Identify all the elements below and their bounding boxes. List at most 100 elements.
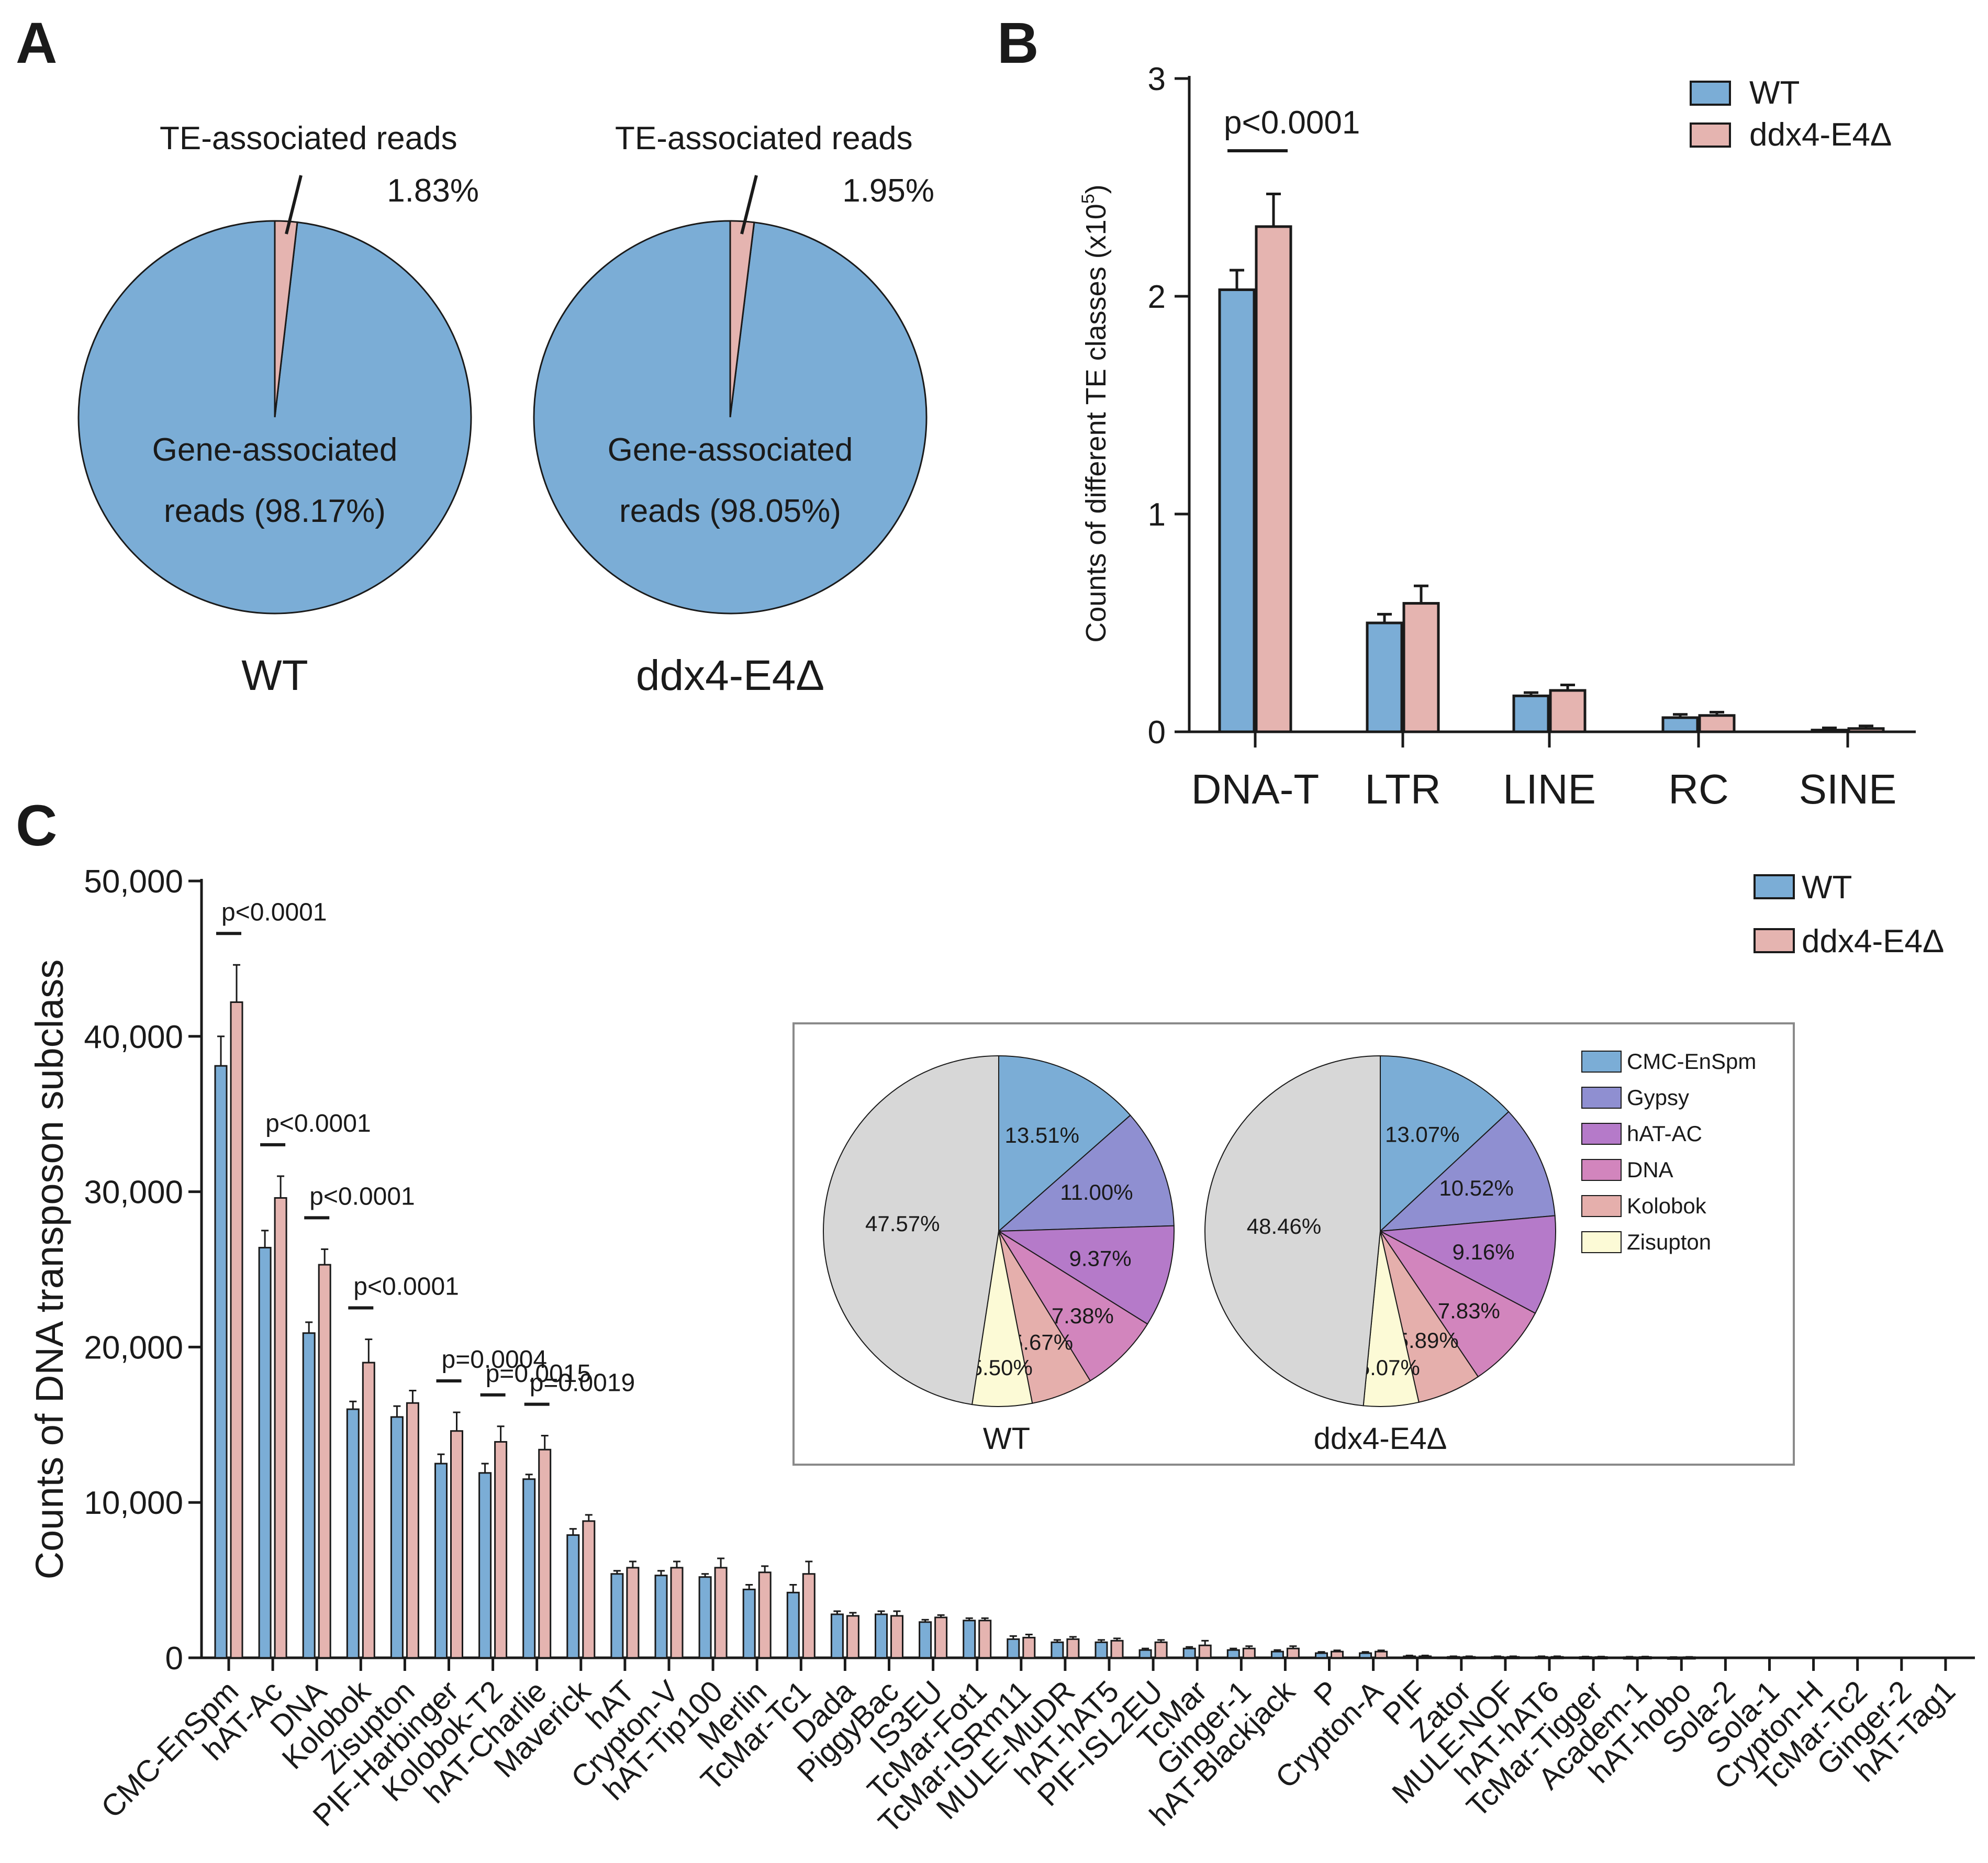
bar-wt bbox=[698, 1576, 712, 1659]
bar-ddx4 bbox=[406, 1402, 419, 1659]
inset-pie-slice-cmc-enspm bbox=[1380, 1055, 1510, 1233]
legend-swatch-wt bbox=[1754, 874, 1795, 899]
inset-legend-swatch bbox=[1581, 1231, 1622, 1253]
p-value-label: p<0.0001 bbox=[265, 1110, 371, 1137]
pie-title: WT bbox=[241, 652, 308, 699]
bar-ddx4 bbox=[802, 1573, 816, 1659]
inset-legend-label: DNA bbox=[1627, 1157, 1673, 1182]
bar-wt bbox=[478, 1472, 492, 1659]
bar-ddx4 bbox=[1506, 1656, 1520, 1659]
p-value-label: p=0.0019 bbox=[530, 1369, 635, 1397]
bar-wt bbox=[302, 1332, 316, 1659]
bar-wt bbox=[1094, 1641, 1108, 1659]
panel-a-pies: TE-associated reads1.83%Gene-associatedr… bbox=[77, 120, 934, 699]
inset-legend-label: Zisupton bbox=[1627, 1230, 1711, 1254]
bar-wt bbox=[963, 1620, 976, 1659]
bar-ddx4 bbox=[1242, 1647, 1256, 1659]
bar-wt bbox=[830, 1613, 844, 1659]
bar-wt bbox=[434, 1463, 448, 1659]
bar-ddx4 bbox=[1698, 714, 1736, 733]
bar-ddx4 bbox=[1402, 602, 1440, 733]
bar-wt bbox=[1218, 288, 1256, 733]
inset-pie-slice-dna bbox=[1380, 1231, 1536, 1378]
inset-legend-label: hAT-AC bbox=[1627, 1121, 1702, 1146]
inset-slice-label: 9.37% bbox=[1069, 1246, 1132, 1270]
x-tick-label: DNA-T bbox=[1191, 766, 1319, 812]
bar-ddx4 bbox=[1022, 1636, 1036, 1659]
bar-wt bbox=[1661, 716, 1699, 733]
bar-ddx4 bbox=[978, 1620, 992, 1659]
legend-swatch-ddx4 bbox=[1754, 928, 1795, 953]
bar-wt bbox=[1535, 1656, 1548, 1659]
y-axis-label: Counts of different TE classes (x105) bbox=[1078, 184, 1112, 642]
bar-ddx4 bbox=[846, 1615, 859, 1659]
inset-pie-title: WT bbox=[983, 1422, 1030, 1456]
inset-pie-slice-other bbox=[823, 1055, 999, 1405]
inset-legend-label: Kolobok bbox=[1627, 1193, 1707, 1218]
p-value-label: p<0.0001 bbox=[353, 1273, 459, 1301]
y-tick-label: 30,000 bbox=[84, 1175, 183, 1211]
y-tick-label: 40,000 bbox=[84, 1019, 183, 1055]
bar-wt bbox=[1491, 1656, 1504, 1659]
bar-ddx4 bbox=[1198, 1644, 1212, 1659]
bar-wt bbox=[522, 1478, 536, 1659]
bar-ddx4 bbox=[1331, 1650, 1344, 1659]
x-tick-label: RC bbox=[1668, 766, 1729, 812]
bar-wt bbox=[1138, 1649, 1152, 1659]
inset-legend-label: CMC-EnSpm bbox=[1627, 1049, 1756, 1074]
bar-wt bbox=[566, 1534, 580, 1659]
y-tick-label: 1 bbox=[1148, 497, 1166, 533]
bar-wt bbox=[654, 1575, 668, 1659]
bar-wt bbox=[346, 1408, 360, 1659]
pie-title: ddx4-E4Δ bbox=[636, 652, 824, 699]
inset-pie-slice-dna bbox=[998, 1231, 1148, 1382]
inset-slice-label: 11.00% bbox=[1060, 1180, 1133, 1204]
bar-ddx4 bbox=[1375, 1650, 1388, 1659]
bar-wt bbox=[1579, 1656, 1592, 1660]
x-tick-label: SINE bbox=[1799, 766, 1897, 812]
p-value-label: p=0.0004 bbox=[442, 1346, 548, 1374]
bar-wt bbox=[1359, 1652, 1372, 1659]
bar-ddx4 bbox=[1154, 1641, 1168, 1659]
inset-slice-label: 7.83% bbox=[1438, 1298, 1500, 1323]
legend-label-wt: WT bbox=[1749, 75, 1800, 111]
inset-pie-slice-gypsy bbox=[1379, 1111, 1556, 1232]
bar-ddx4 bbox=[274, 1197, 287, 1659]
inset-slice-label: 13.51% bbox=[1005, 1123, 1079, 1147]
bar-ddx4 bbox=[626, 1567, 640, 1659]
y-tick-label: 3 bbox=[1148, 61, 1166, 97]
bar-ddx4 bbox=[1462, 1656, 1476, 1659]
gene-label-line2: reads (98.17%) bbox=[164, 493, 386, 529]
panel-letter-a: A bbox=[16, 11, 57, 75]
inset-slice-label: 7.38% bbox=[1052, 1303, 1114, 1328]
y-tick-label: 0 bbox=[1148, 715, 1166, 751]
inset-pie-slice-other bbox=[1204, 1055, 1381, 1407]
bar-ddx4 bbox=[758, 1571, 772, 1659]
bar-ddx4 bbox=[538, 1448, 552, 1659]
y-axis-label: Counts of DNA transposon subclass bbox=[28, 960, 71, 1580]
bar-wt bbox=[1007, 1638, 1020, 1659]
bar-ddx4 bbox=[318, 1264, 331, 1659]
bar-ddx4 bbox=[494, 1441, 508, 1659]
bar-ddx4 bbox=[362, 1362, 375, 1659]
bar-wt bbox=[1512, 694, 1550, 733]
inset-legend-swatch bbox=[1581, 1087, 1622, 1109]
legend-label-ddx4: ddx4-E4Δ bbox=[1802, 923, 1944, 960]
te-label: TE-associated reads bbox=[160, 120, 457, 157]
inset-slice-label: 9.16% bbox=[1452, 1240, 1514, 1264]
inset-legend-swatch bbox=[1581, 1159, 1622, 1181]
te-percent: 1.83% bbox=[387, 173, 479, 209]
bar-ddx4 bbox=[1419, 1655, 1432, 1659]
inset-pie-slice-gypsy bbox=[997, 1114, 1175, 1232]
bar-wt bbox=[1447, 1656, 1460, 1659]
inset-pie-slice-hat-ac bbox=[997, 1225, 1175, 1325]
bar-ddx4 bbox=[934, 1616, 948, 1659]
inset-pie-slice-hat-ac bbox=[1378, 1215, 1557, 1314]
bar-ddx4 bbox=[1682, 1656, 1696, 1660]
bar-ddx4 bbox=[1549, 689, 1587, 733]
bar-wt bbox=[258, 1246, 272, 1659]
y-tick-label: 50,000 bbox=[84, 864, 183, 900]
legend-swatch-wt bbox=[1690, 81, 1731, 106]
inset-legend-swatch bbox=[1581, 1195, 1622, 1217]
